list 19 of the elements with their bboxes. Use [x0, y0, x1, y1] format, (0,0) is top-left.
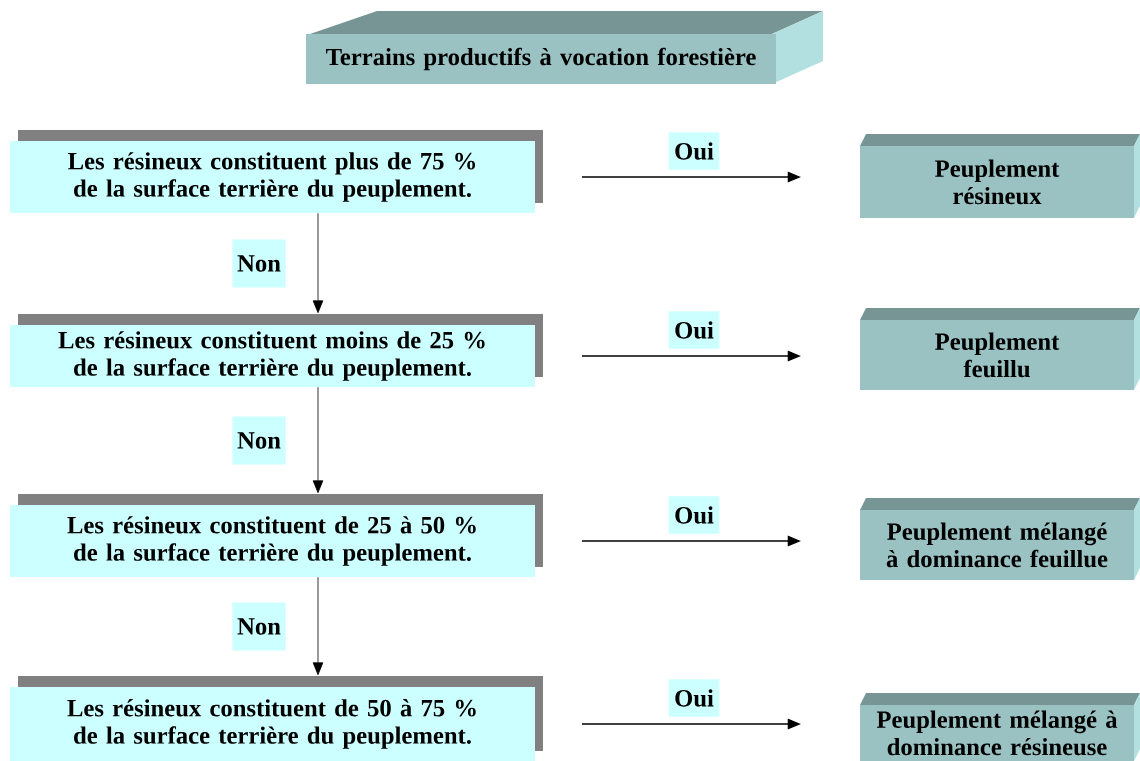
- edge-label: Oui: [668, 679, 720, 717]
- condition-box: Les résineux constituent de 50 à 75 % de la surface terrière du peuplement.: [10, 676, 543, 761]
- edge-label: Oui: [668, 496, 720, 534]
- arrow: [312, 386, 324, 494]
- edge-label: Oui: [668, 311, 720, 349]
- condition-box: Les résineux constituent plus de 75 % de la surface terrière du peuplement.: [10, 130, 543, 213]
- result-box: Peuplement feuillu: [860, 308, 1140, 390]
- result-box: Peuplement mélangé à dominance feuillue: [860, 498, 1140, 580]
- edge-label: Non: [232, 602, 286, 651]
- arrow: [312, 576, 324, 676]
- result-box: Peuplement mélangé à dominance résineuse: [860, 693, 1140, 761]
- condition-box: Les résineux constituent moins de 25 % de la surface terrière du peuplement.: [10, 314, 543, 387]
- edge-label: Oui: [668, 132, 720, 170]
- arrow: [312, 212, 324, 314]
- condition-box: Les résineux constituent de 25 à 50 % de la surface terrière du peuplement.: [10, 494, 543, 577]
- edge-label: Non: [232, 416, 286, 465]
- result-box: Peuplement résineux: [860, 134, 1140, 218]
- title-box: Terrains productifs à vocation forestière: [306, 11, 823, 84]
- edge-label: Non: [232, 239, 286, 288]
